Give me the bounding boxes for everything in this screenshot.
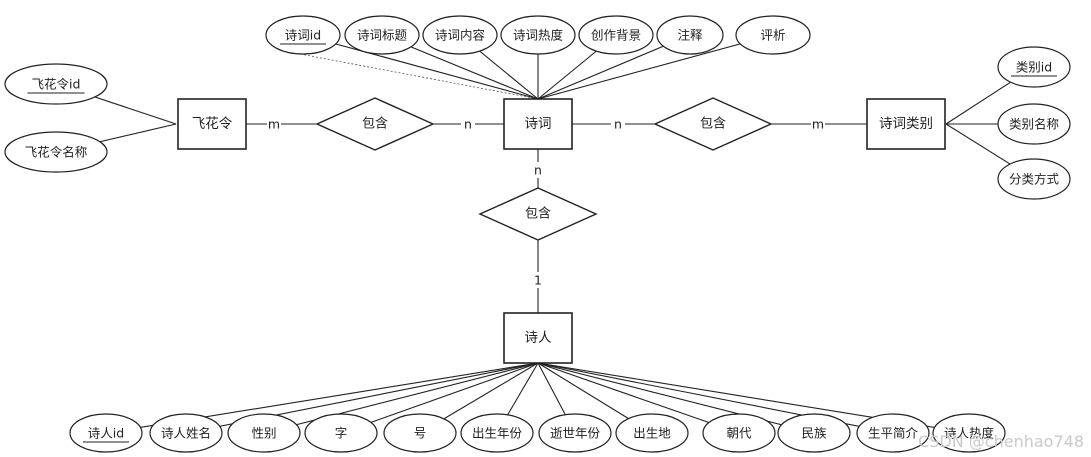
attribute-ellipse — [227, 413, 301, 453]
attribute-label: 诗人姓名 — [161, 426, 211, 441]
attribute-label: 创作背景 — [591, 28, 641, 43]
attribute-label: 性别 — [251, 426, 276, 441]
attribute-label: 诗词内容 — [435, 28, 485, 43]
attribute-ellipse — [422, 15, 498, 55]
attribute-ellipse — [615, 413, 689, 453]
attribute-ellipse — [932, 413, 1006, 453]
cardinality-bg — [811, 116, 825, 132]
attribute-label: 诗词热度 — [513, 28, 564, 43]
entity-box-feihualing — [177, 98, 247, 150]
attribute-ellipse — [997, 46, 1071, 88]
primary-key-attribute-label: 诗人id — [88, 426, 124, 441]
attribute-ellipse — [149, 413, 223, 453]
cardinality-label: n — [614, 117, 622, 132]
attr-line-poem-6 — [537, 34, 774, 100]
entity-box-category — [866, 98, 946, 150]
attr-line-poet-2 — [263, 362, 539, 434]
attribute-ellipse — [4, 63, 108, 105]
attribute-ellipse — [702, 413, 776, 453]
entity-label-poem: 诗词 — [525, 116, 552, 132]
primary-key-attribute-label: 飞花令id — [32, 77, 81, 92]
cardinality-bg — [267, 116, 281, 132]
attribute-label: 生平简介 — [868, 426, 919, 441]
attribute-label: 逝世年份 — [550, 426, 601, 441]
primary-key-attribute-label: 类别id — [1016, 60, 1052, 75]
entity-label-feihualing: 飞花令 — [192, 116, 233, 132]
entity-label-category: 诗词类别 — [879, 116, 933, 132]
attribute-ellipse — [383, 413, 457, 453]
cardinality-label: m — [268, 117, 280, 132]
attribute-ellipse — [777, 413, 851, 453]
attr-line-poem-0 — [302, 34, 539, 100]
attribute-label: 类别名称 — [1009, 117, 1059, 132]
attr-line-poet-3 — [340, 362, 539, 434]
cardinality-label: n — [464, 117, 472, 132]
cardinality-label: 1 — [534, 273, 542, 288]
entity-box-poet — [503, 312, 573, 364]
cardinality-bg — [461, 116, 475, 132]
attribute-label: 评析 — [760, 28, 785, 43]
relationship-label: 包含 — [700, 116, 726, 132]
relationship-label: 包含 — [362, 116, 388, 132]
attribute-label: 字 — [335, 426, 348, 441]
attribute-ellipse — [578, 15, 654, 55]
attribute-ellipse — [460, 413, 534, 453]
entity-label-poet: 诗人 — [525, 330, 553, 346]
attribute-label: 分类方式 — [1009, 172, 1060, 187]
entity-box-poem — [503, 98, 573, 150]
attribute-label: 出生年份 — [472, 426, 523, 441]
attr-line-poem-key-extra — [299, 53, 539, 100]
attribute-label: 飞花令名称 — [25, 145, 88, 160]
attribute-ellipse — [997, 158, 1071, 200]
relationship-label: 包含 — [525, 206, 551, 222]
attribute-ellipse — [4, 131, 108, 173]
attribute-ellipse — [500, 15, 576, 55]
attribute-label: 诗人热度 — [944, 426, 995, 441]
attribute-ellipse — [997, 103, 1071, 145]
primary-key-attribute-label: 诗词id — [285, 28, 321, 43]
attribute-label: 注释 — [677, 28, 703, 43]
attribute-ellipse — [656, 15, 724, 55]
cardinality-label: m — [812, 117, 824, 132]
attr-line-poet-8 — [537, 362, 740, 434]
cardinality-bg — [531, 162, 545, 178]
attribute-ellipse — [735, 15, 811, 55]
cardinality-bg — [611, 116, 625, 132]
relationship-diamond-r_poem_poet — [478, 187, 598, 241]
attribute-label: 号 — [414, 426, 427, 441]
attribute-label: 民族 — [801, 426, 827, 441]
cardinality-bg — [531, 272, 545, 288]
watermark-text: CSDN @chenhao748 — [918, 432, 1084, 451]
attribute-ellipse — [304, 413, 378, 453]
attribute-ellipse — [856, 413, 930, 453]
attribute-label: 出生地 — [633, 426, 671, 441]
attribute-ellipse — [538, 413, 612, 453]
attribute-label: 朝代 — [726, 426, 752, 441]
relationship-diamond-r_poem_category — [653, 97, 773, 151]
attribute-ellipse — [344, 15, 420, 55]
cardinality-label: n — [534, 163, 542, 178]
relationship-diamond-r_feihualing_poem — [315, 97, 435, 151]
attribute-label: 诗词标题 — [357, 28, 408, 43]
